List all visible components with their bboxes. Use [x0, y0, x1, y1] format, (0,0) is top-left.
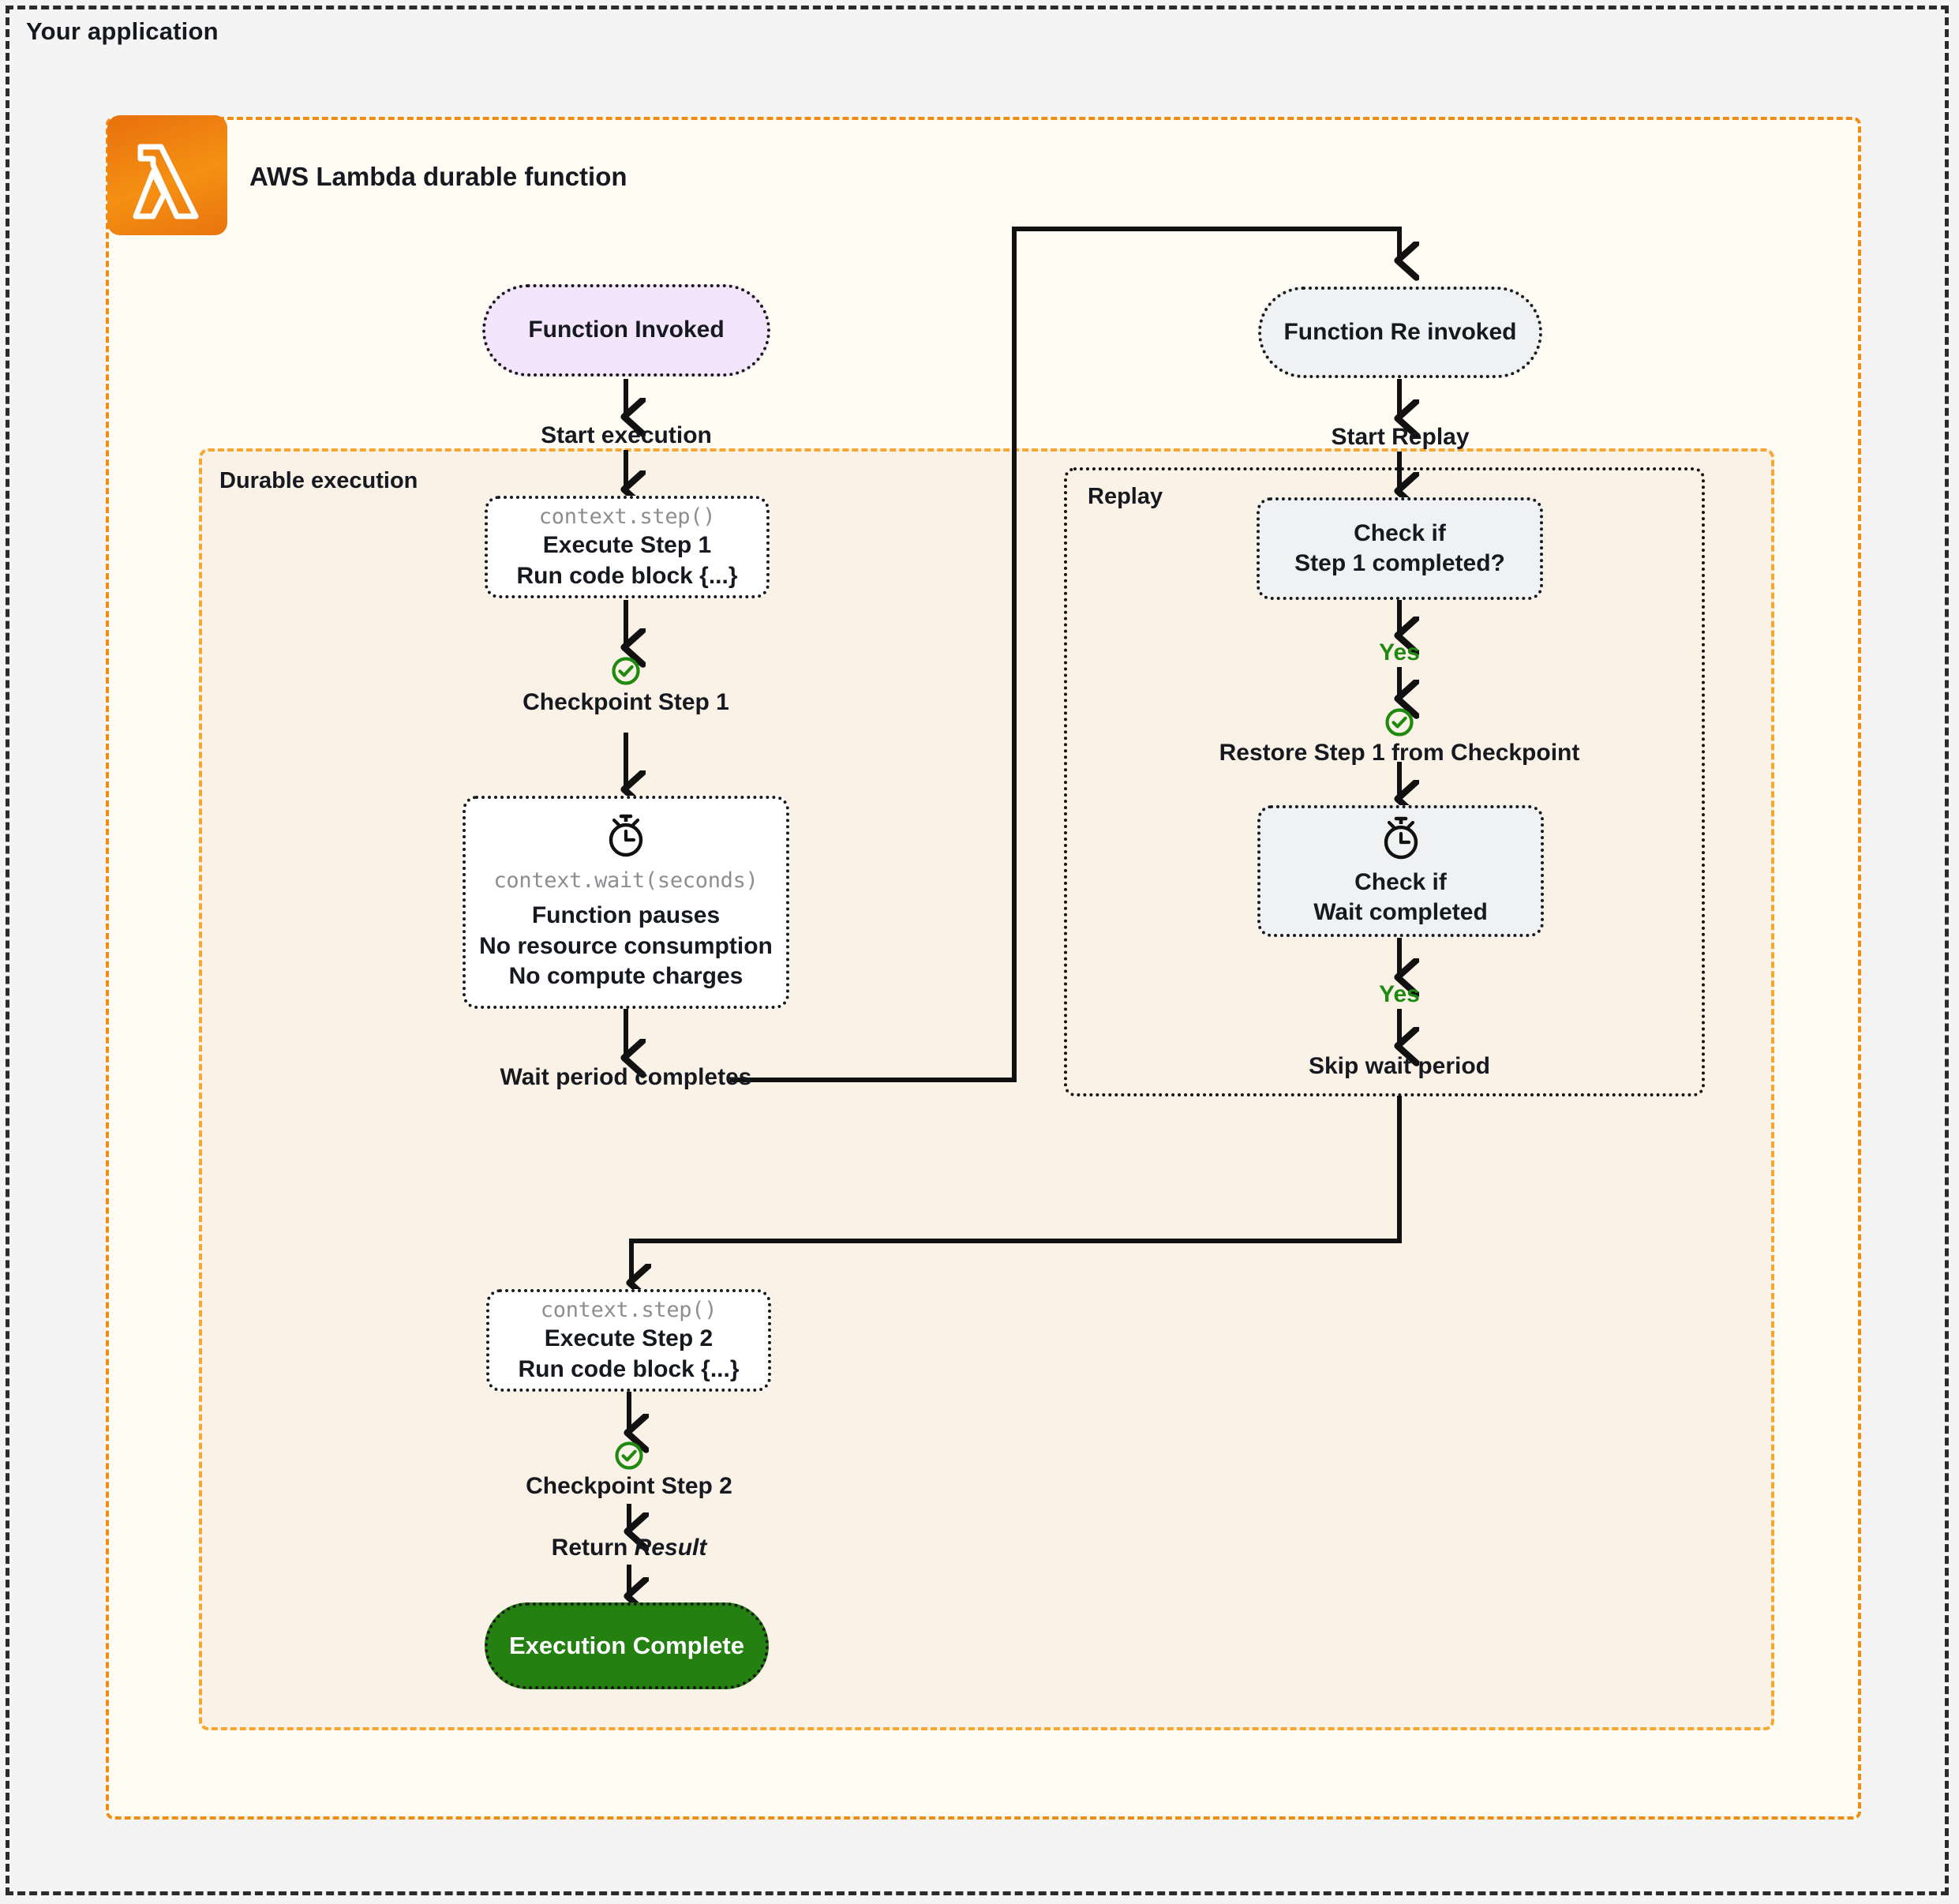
- node-check-step-1-line2: Step 1 completed?: [1294, 550, 1505, 576]
- edge-label-checkpoint-step-2: Checkpoint Step 2: [526, 1473, 732, 1499]
- node-wait-block-line2: No resource consumption: [479, 932, 773, 959]
- node-wait-block-line1: Function pauses: [531, 902, 721, 929]
- edge-label-checkpoint-step-1: Checkpoint Step 1: [523, 689, 729, 715]
- node-function-invoked[interactable]: Function Invoked: [482, 284, 770, 377]
- edge-label-skip-wait-period: Skip wait period: [1308, 1053, 1491, 1079]
- node-execute-step-2-line2: Run code block {...}: [518, 1355, 740, 1382]
- node-function-re-invoked-label: Function Re invoked: [1283, 318, 1517, 345]
- node-execute-step-2-code: context.step(): [540, 1298, 717, 1323]
- stopwatch-icon: [604, 812, 648, 862]
- checkpoint-check-icon: [1384, 707, 1415, 738]
- lambda-container-label: AWS Lambda durable function: [249, 162, 627, 191]
- node-function-re-invoked[interactable]: Function Re invoked: [1258, 287, 1542, 378]
- node-execute-step-1-code: context.step(): [538, 504, 716, 530]
- edge-label-yes-wait: Yes: [1379, 981, 1420, 1007]
- edge-label-wait-period-completes: Wait period completes: [500, 1064, 752, 1090]
- page-title: Your application: [26, 17, 219, 45]
- node-wait-block-line3: No compute charges: [508, 963, 744, 990]
- edge-label-yes-step-1: Yes: [1379, 639, 1420, 665]
- node-execute-step-1-line2: Run code block {...}: [516, 562, 738, 589]
- edge-label-return-result: Return Result: [471, 1535, 787, 1561]
- node-function-invoked-label: Function Invoked: [528, 317, 725, 343]
- edge-label-start-replay: Start Replay: [1331, 424, 1470, 450]
- node-execute-step-1[interactable]: context.step() Execute Step 1 Run code b…: [485, 496, 770, 598]
- checkpoint-check-icon: [610, 655, 642, 687]
- node-check-step-1-completed[interactable]: Check if Step 1 completed?: [1257, 497, 1543, 600]
- replay-label: Replay: [1088, 484, 1163, 509]
- node-wait-block[interactable]: context.wait(seconds) Function pauses No…: [463, 796, 789, 1009]
- return-result-value: Result: [634, 1535, 707, 1561]
- node-execute-step-1-line1: Execute Step 1: [542, 532, 712, 559]
- edge-label-restore-step-1: Restore Step 1 from Checkpoint: [1219, 740, 1580, 766]
- node-execute-step-2-line1: Execute Step 2: [544, 1325, 714, 1352]
- return-prefix: Return: [551, 1535, 635, 1561]
- node-check-wait-line2: Wait completed: [1313, 899, 1488, 925]
- node-check-wait-line1: Check if: [1354, 868, 1447, 895]
- stopwatch-icon: [1379, 815, 1423, 864]
- node-execution-complete[interactable]: Execution Complete: [485, 1602, 769, 1689]
- node-wait-block-code: context.wait(seconds): [493, 868, 759, 894]
- aws-lambda-icon: [107, 115, 227, 235]
- checkpoint-check-icon: [613, 1440, 645, 1471]
- node-execute-step-2[interactable]: context.step() Execute Step 2 Run code b…: [486, 1289, 771, 1392]
- node-check-step-1-line1: Check if: [1354, 519, 1446, 546]
- durable-execution-label: Durable execution: [219, 468, 418, 493]
- node-check-wait-completed[interactable]: Check if Wait completed: [1257, 805, 1544, 937]
- edge-label-start-execution: Start execution: [541, 422, 712, 448]
- node-execution-complete-label: Execution Complete: [509, 1632, 744, 1660]
